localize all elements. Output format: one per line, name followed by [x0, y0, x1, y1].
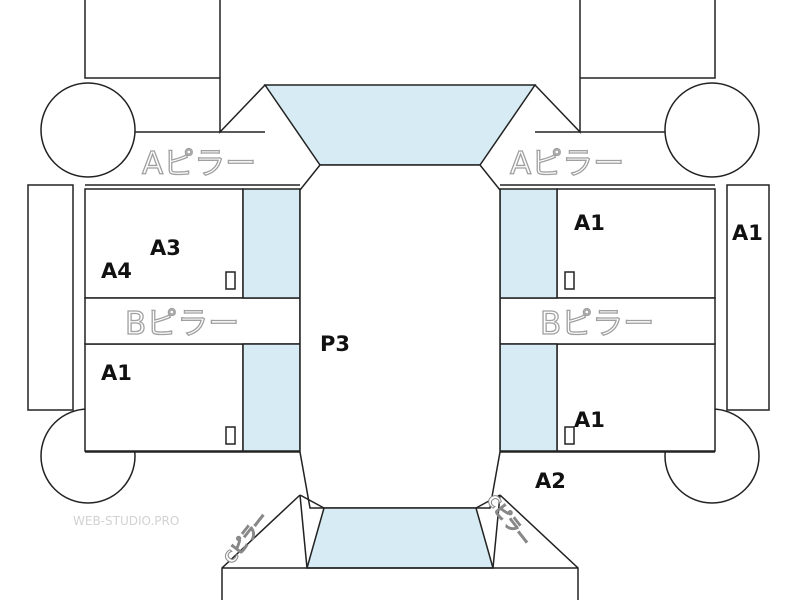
label-a1-left-rear: A1 [101, 361, 132, 385]
b-pillar-label-left: Bピラー [125, 306, 239, 342]
roof-panel [299, 164, 501, 509]
b-pillar-right-strip [499, 297, 716, 345]
a-pillar-label-left: Aピラー [142, 146, 256, 182]
c-pillar-label-left: Cピラー [220, 509, 272, 568]
label-a2: A2 [535, 469, 566, 493]
right-rear-door [556, 343, 716, 452]
left-front-window [242, 188, 301, 299]
door-handle-left-front [225, 271, 236, 290]
door-handle-right-rear [564, 426, 575, 445]
label-a4: A4 [101, 259, 132, 283]
label-a1-right-mirror: A1 [732, 221, 763, 245]
label-a1-right-front: A1 [574, 211, 605, 235]
right-front-door [556, 188, 716, 299]
right-rear-window [499, 343, 558, 452]
right-front-window [499, 188, 558, 299]
rear-body-outline [221, 494, 579, 600]
watermark: WEB-STUDIO.PRO [73, 514, 179, 528]
b-pillar-label-right: Bピラー [540, 306, 654, 342]
wheel-front-left [40, 82, 136, 178]
side-outline [85, 131, 715, 453]
a-pillar-label-right: Aピラー [510, 146, 624, 182]
label-a3: A3 [150, 236, 181, 260]
left-side-mirror-panel [27, 184, 74, 411]
front-windshield [263, 84, 537, 166]
label-a1-right-rear: A1 [574, 408, 605, 432]
door-handle-right-front [564, 271, 575, 290]
left-rear-window [242, 343, 301, 452]
wheel-front-right [664, 82, 760, 178]
label-p3: P3 [320, 332, 350, 356]
rear-window [306, 507, 494, 569]
right-side-mirror-panel [726, 184, 770, 411]
door-handle-left-rear [225, 426, 236, 445]
